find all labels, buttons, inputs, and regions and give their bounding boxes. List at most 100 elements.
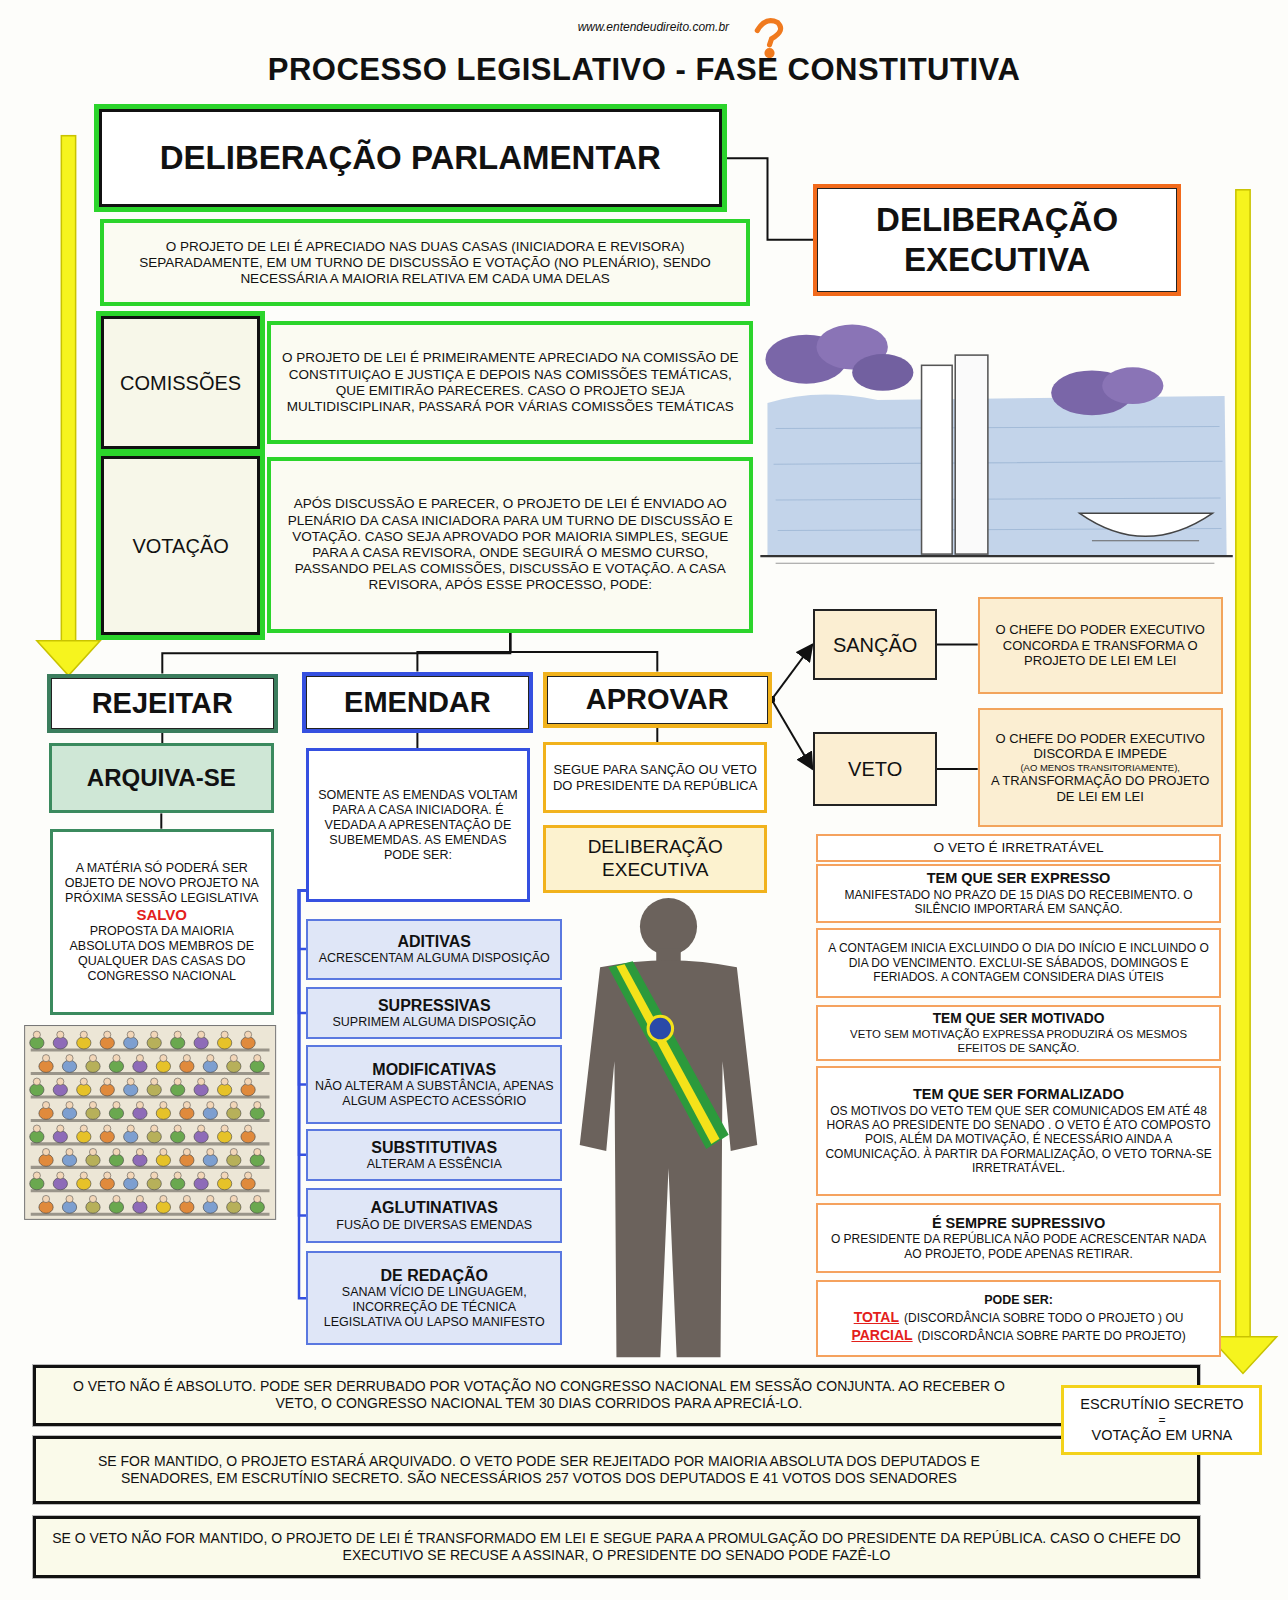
figure-head bbox=[230, 1195, 237, 1202]
text-box: A MATÉRIA SÓ PODERÁ SER OBJETO DE NOVO P… bbox=[50, 829, 274, 1016]
text-row: DELIBERAÇÃO PARLAMENTAR bbox=[108, 138, 713, 178]
figure bbox=[62, 1107, 76, 1119]
node-text: SALVO bbox=[59, 906, 265, 924]
node-text: EMENDAR bbox=[312, 685, 523, 720]
text-row: OS MOTIVOS DO VETO TEM QUE SER COMUNICAD… bbox=[824, 1104, 1212, 1176]
text-row: O PROJETO DE LEI É APRECIADO NAS DUAS CA… bbox=[110, 239, 740, 288]
figure bbox=[62, 1201, 76, 1213]
node-text: O VETO NÃO É ABSOLUTO. PODE SER DERRUBAD… bbox=[56, 1378, 1023, 1412]
text-row: A MATÉRIA SÓ PODERÁ SER OBJETO DE NOVO P… bbox=[59, 861, 265, 906]
node-heading: ADITIVAS bbox=[314, 932, 554, 951]
logo-mark bbox=[757, 21, 780, 56]
figure bbox=[124, 1131, 138, 1143]
text-row: APROVAR bbox=[553, 682, 762, 717]
figure-head bbox=[89, 1102, 96, 1109]
text-row: O PRESIDENTE DA REPÚBLICA NÃO PODE ACRES… bbox=[824, 1232, 1212, 1261]
amendment-type: AGLUTINATIVASFUSÃO DE DIVERSAS EMENDAS bbox=[306, 1188, 562, 1243]
figure bbox=[194, 1037, 208, 1049]
figure-head bbox=[136, 1102, 143, 1109]
figure-head bbox=[127, 1078, 134, 1085]
text-row: ALTERAM A ESSÊNCIA bbox=[314, 1157, 554, 1172]
yellow-arrow-left bbox=[37, 136, 100, 676]
node-content: AGLUTINATIVASFUSÃO DE DIVERSAS EMENDAS bbox=[314, 1198, 554, 1232]
figure bbox=[203, 1060, 217, 1072]
text-row: MODIFICATIVAS bbox=[314, 1060, 554, 1079]
node-text: (AO MENOS TRANSITORIAMENTE), bbox=[986, 762, 1215, 773]
text-row: TEM QUE SER EXPRESSO bbox=[824, 870, 1212, 887]
node-content: O PROJETO DE LEI É PRIMEIRAMENTE APRECIA… bbox=[277, 350, 743, 415]
text-row: AGLUTINATIVAS bbox=[314, 1198, 554, 1217]
figure-head bbox=[160, 1195, 167, 1202]
node-heading: O CHEFE DO PODER EXECUTIVO DISCORDA E IM… bbox=[986, 731, 1215, 762]
node-content: SANÇÃO bbox=[821, 633, 928, 657]
node-text: SANAM VÍCIO DE LINGUAGEM, INCORREÇÃO DE … bbox=[314, 1285, 554, 1330]
figure-head bbox=[89, 1055, 96, 1062]
text-row: O CHEFE DO PODER EXECUTIVO CONCORDA E TR… bbox=[986, 622, 1215, 669]
figure bbox=[171, 1131, 185, 1143]
figure-head bbox=[57, 1125, 64, 1132]
node-content: MODIFICATIVASNÃO ALTERAM A SUBSTÂNCIA, A… bbox=[314, 1060, 554, 1109]
figure bbox=[109, 1107, 123, 1119]
head bbox=[640, 898, 697, 955]
figure bbox=[100, 1131, 114, 1143]
figure bbox=[156, 1201, 170, 1213]
figure bbox=[86, 1107, 100, 1119]
node-content: TEM QUE SER MOTIVADOVETO SEM MOTIVAÇÃO E… bbox=[824, 1011, 1212, 1055]
text-row: O VETO NÃO É ABSOLUTO. PODE SER DERRUBAD… bbox=[56, 1378, 1023, 1412]
node-content: ADITIVASACRESCENTAM ALGUMA DISPOSIÇÃO bbox=[314, 932, 554, 966]
node-text: VOTAÇÃO bbox=[110, 534, 251, 558]
text-row: (AO MENOS TRANSITORIAMENTE), bbox=[986, 762, 1215, 773]
text-row: É SEMPRE SUPRESSIVO bbox=[824, 1215, 1212, 1232]
figure-head bbox=[245, 1172, 252, 1179]
node-text: SANÇÃO bbox=[821, 633, 928, 657]
cloud bbox=[852, 354, 913, 391]
figure-head bbox=[66, 1055, 73, 1062]
figure-head bbox=[174, 1031, 181, 1038]
text-box: O PROJETO DE LEI É PRIMEIRAMENTE APRECIA… bbox=[267, 321, 753, 443]
text-row: NÃO ALTERAM A SUBSTÂNCIA, APENAS ALGUM A… bbox=[314, 1079, 554, 1109]
figure-head bbox=[230, 1102, 237, 1109]
connector-line bbox=[160, 813, 162, 828]
figure bbox=[241, 1131, 255, 1143]
veto-rule: TEM QUE SER MOTIVADOVETO SEM MOTIVAÇÃO E… bbox=[816, 1005, 1220, 1061]
text-row: EMENDAR bbox=[312, 685, 523, 720]
text-box: APÓS DISCUSSÃO E PARECER, O PROJETO DE L… bbox=[267, 457, 753, 633]
figure-head bbox=[254, 1195, 261, 1202]
node-text: A TRANSFORMAÇÃO DO PROJETO DE LEI EM LEI bbox=[986, 773, 1215, 804]
figure-head bbox=[104, 1078, 111, 1085]
text-row: SUPRESSIVAS bbox=[314, 996, 554, 1015]
text-row: VETO bbox=[821, 757, 928, 781]
node-text: A CONTAGEM INICIA EXCLUINDO O DIA DO INÍ… bbox=[824, 941, 1212, 984]
sky bbox=[767, 395, 1226, 557]
figure-head bbox=[42, 1102, 49, 1109]
figure-head bbox=[221, 1172, 228, 1179]
text-row: O CHEFE DO PODER EXECUTIVO DISCORDA E IM… bbox=[986, 731, 1215, 762]
figure-head bbox=[230, 1148, 237, 1155]
connector-line bbox=[162, 633, 510, 674]
figure-head bbox=[151, 1125, 158, 1132]
figure bbox=[180, 1154, 194, 1166]
text-row: SANÇÃO bbox=[821, 633, 928, 657]
stage-label: VOTAÇÃO bbox=[101, 456, 260, 635]
figure bbox=[241, 1178, 255, 1190]
figure-head bbox=[198, 1031, 205, 1038]
body bbox=[580, 960, 758, 1357]
node-text: NÃO ALTERAM A SUBSTÂNCIA, APENAS ALGUM A… bbox=[314, 1079, 554, 1109]
figure-head bbox=[127, 1172, 134, 1179]
figure-head bbox=[183, 1195, 190, 1202]
figure bbox=[39, 1154, 53, 1166]
node-heading: ESCRUTÍNIO SECRETO bbox=[1070, 1396, 1253, 1413]
figure bbox=[39, 1060, 53, 1072]
connector-line bbox=[772, 700, 813, 769]
figure-head bbox=[104, 1172, 111, 1179]
figure-head bbox=[136, 1148, 143, 1155]
text-row: O PROJETO DE LEI É PRIMEIRAMENTE APRECIA… bbox=[277, 350, 743, 415]
connector-line bbox=[299, 890, 306, 1298]
figure bbox=[194, 1131, 208, 1143]
text-row: REJEITAR bbox=[57, 686, 268, 721]
node-text: SEGUE PARA SANÇÃO OU VETO DO PRESIDENTE … bbox=[552, 762, 759, 793]
figure bbox=[217, 1084, 231, 1096]
node-heading: AGLUTINATIVAS bbox=[314, 1198, 554, 1217]
node-content: O CHEFE DO PODER EXECUTIVO DISCORDA E IM… bbox=[986, 731, 1215, 805]
veto-rule: PODE SER:TOTAL(DISCORDÂNCIA SOBRE TODO O… bbox=[816, 1280, 1220, 1358]
